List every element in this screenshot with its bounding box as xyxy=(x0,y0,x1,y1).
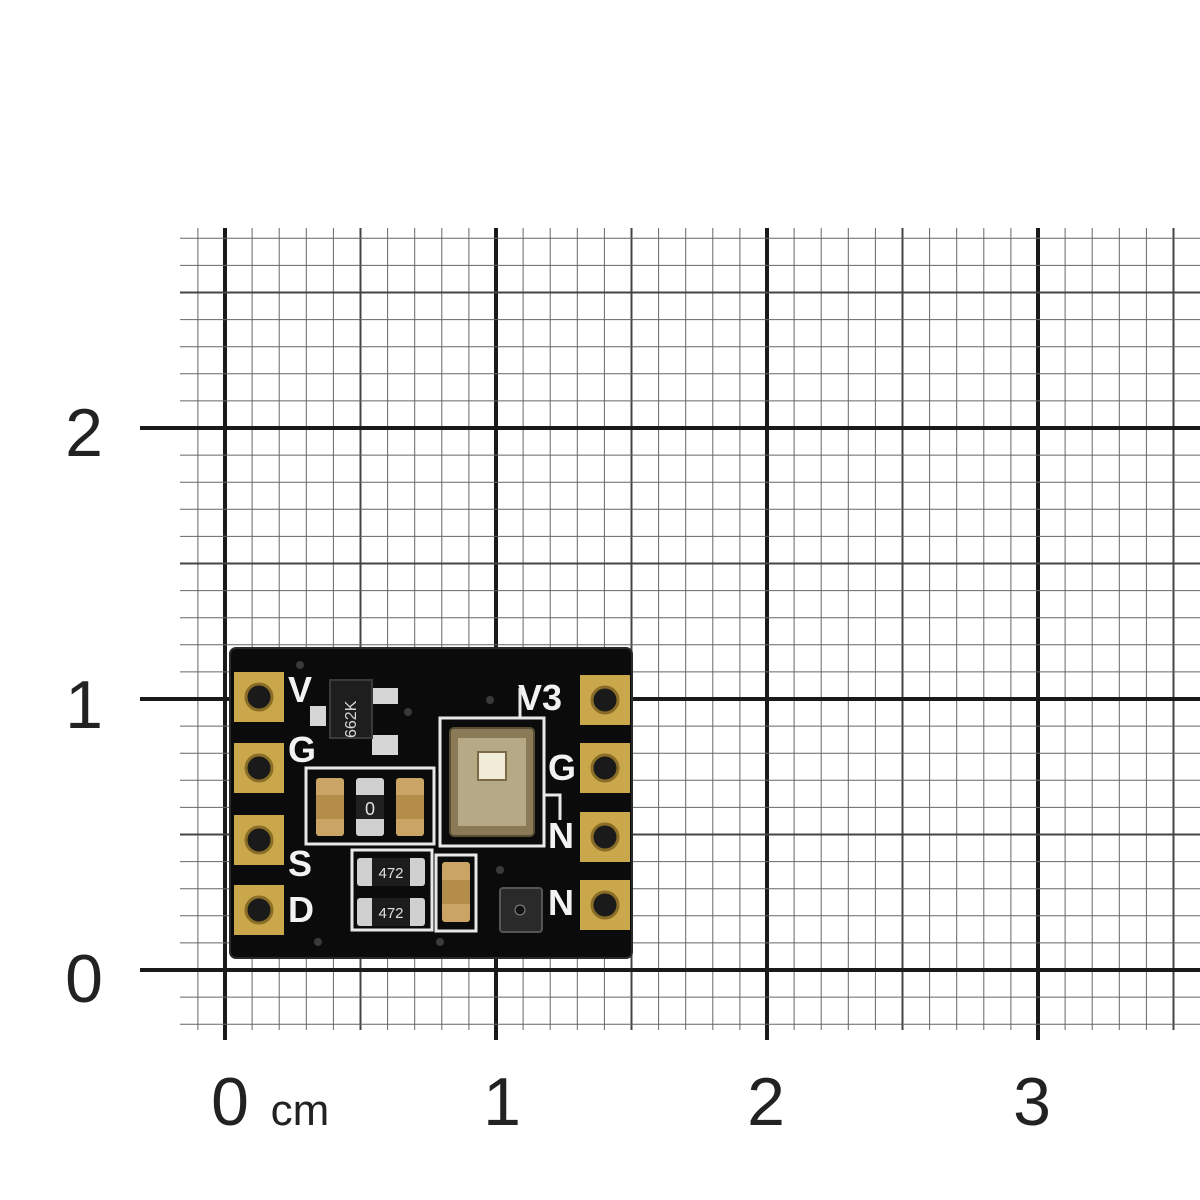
pin-hole xyxy=(244,753,274,783)
right-pin-header xyxy=(580,675,630,930)
resistor-marking: 472 xyxy=(378,865,403,882)
pin-label-s: S xyxy=(288,843,312,884)
pin-hole xyxy=(590,822,620,852)
capacitor-body xyxy=(396,795,424,819)
x-label-0: 0 xyxy=(211,1064,249,1140)
x-unit-label: cm xyxy=(271,1086,330,1135)
via xyxy=(436,938,444,946)
regulator-marking: 662K xyxy=(343,700,360,738)
x-label-1: 1 xyxy=(483,1064,521,1140)
y-label-1: 1 xyxy=(65,667,103,743)
cap-array-outline xyxy=(304,766,436,846)
resistor-body xyxy=(372,858,410,886)
regulator-pad xyxy=(310,706,326,726)
resistor-marking: 472 xyxy=(378,905,403,922)
pin-hole xyxy=(590,890,620,920)
sensor-outline xyxy=(438,716,546,848)
graph-paper-grid xyxy=(140,228,1200,1040)
pin-label-g-right: G xyxy=(548,747,576,788)
environmental-sensor-chip xyxy=(449,727,535,837)
pin-hole xyxy=(590,753,620,783)
via xyxy=(296,661,304,669)
smd-resistors: 472 472 xyxy=(357,858,425,926)
x-label-2: 2 xyxy=(747,1064,785,1140)
pin-hole xyxy=(590,685,620,715)
regulator-body xyxy=(329,679,373,739)
via xyxy=(404,708,412,716)
pin-hole xyxy=(244,895,274,925)
smd-capacitors: 0 xyxy=(316,778,470,922)
small-sensor-ic xyxy=(499,887,543,933)
capacitor-body xyxy=(356,795,384,819)
capacitor-marking: 0 xyxy=(365,799,375,819)
y-label-0: 0 xyxy=(65,941,103,1017)
regulator-pad xyxy=(372,735,398,755)
sensor-module-board: V G S D V3 G N N 662K xyxy=(229,647,633,959)
pin-label-v: V xyxy=(288,669,312,710)
ic-port-hole xyxy=(514,904,526,916)
regulator-pad xyxy=(372,688,398,704)
pcb-vias xyxy=(296,661,504,946)
via xyxy=(314,938,322,946)
via xyxy=(496,866,504,874)
capacitor-body xyxy=(316,795,344,819)
cap-outline-right xyxy=(434,853,478,933)
pin-label-n-bottom: N xyxy=(548,882,574,923)
resistor-body xyxy=(372,898,410,926)
x-label-3: 3 xyxy=(1013,1064,1051,1140)
sensor-window xyxy=(477,751,507,781)
silk-trace xyxy=(518,688,562,820)
capacitor-body xyxy=(442,880,470,904)
pin-label-v3: V3 xyxy=(518,677,562,718)
pin-label-d: D xyxy=(288,889,314,930)
pin-hole xyxy=(244,682,274,712)
pin-label-g: G xyxy=(288,729,316,770)
pin-label-n: N xyxy=(548,815,574,856)
left-pin-header xyxy=(234,672,284,935)
resistor-outline xyxy=(350,848,434,932)
y-label-2: 2 xyxy=(65,395,103,471)
pin-hole xyxy=(244,825,274,855)
voltage-regulator: 662K xyxy=(310,679,398,755)
via xyxy=(486,696,494,704)
